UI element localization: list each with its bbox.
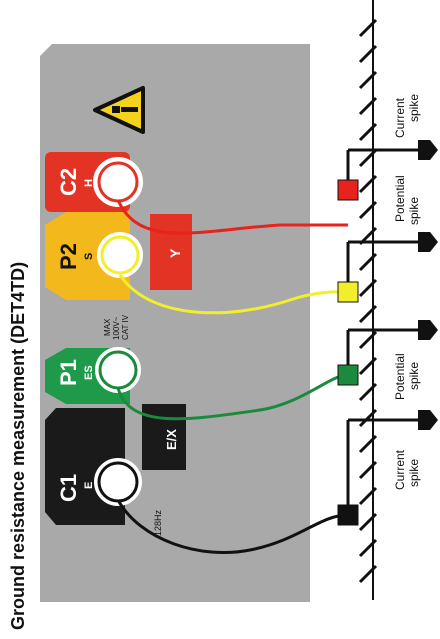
terminal-p2: P2 S (45, 212, 143, 300)
warning-triangle-icon (93, 86, 145, 134)
spike-label-p2-1: Potential (393, 175, 407, 222)
lead-yellow (118, 274, 349, 315)
spike-label-p1-2: spike (407, 362, 421, 390)
clip-green (337, 364, 359, 386)
ground-hatch-mark (358, 200, 378, 220)
terminal-c1: C1 E (45, 408, 142, 525)
rating-line2: 100V~ (112, 316, 121, 340)
spike-c1 (346, 410, 438, 505)
terminal-p1-code: P1 (56, 359, 81, 386)
terminal-ex-block: E/X (142, 404, 186, 470)
terminal-y-block: Y (150, 214, 192, 290)
ground-hatch-mark (358, 512, 378, 532)
ground-hatch-mark (358, 330, 378, 350)
ground-hatch-mark (358, 96, 378, 116)
terminal-p1-sub: ES (83, 365, 95, 380)
ground-hatch-mark (358, 278, 378, 298)
rating-label: MAX 100V~ CAT IV (103, 314, 130, 340)
clip-black (337, 504, 359, 526)
spike-p1 (346, 320, 438, 365)
diagram-title: Ground resistance measurement (DET4TD) (8, 262, 28, 630)
ground-hatch-mark (358, 356, 378, 376)
terminal-c2-code: C2 (56, 168, 81, 196)
spike-label-top-2: spike (407, 94, 421, 122)
spike-p2 (346, 232, 438, 282)
clip-yellow (337, 281, 359, 303)
lead-black (116, 499, 349, 555)
spike-label-p1-1: Potential (393, 353, 407, 400)
terminal-y-label: Y (167, 248, 183, 258)
clip-red (337, 179, 359, 201)
lead-green (116, 373, 347, 421)
terminal-c2-sub: H (83, 179, 95, 187)
ground-hatch-mark (358, 70, 378, 90)
ground-hatch-mark (358, 148, 378, 168)
terminal-c1-sub: E (83, 482, 95, 489)
terminal-p2-code: P2 (56, 243, 81, 270)
spike-c2 (346, 140, 438, 180)
ground-hatch-mark (358, 18, 378, 38)
spike-label-bottom-2: spike (407, 459, 421, 487)
ground-hatch-mark (358, 252, 378, 272)
ground-hatch-mark (358, 486, 378, 506)
terminal-c1-code: C1 (56, 474, 81, 502)
ground-hatch-mark (358, 460, 378, 480)
ground-hatch-mark (358, 538, 378, 558)
ground-hatch-mark (358, 382, 378, 402)
ground-hatching (358, 18, 378, 584)
ground-hatch-mark (358, 122, 378, 142)
ground-hatch-mark (358, 564, 378, 584)
ground-hatch-mark (358, 434, 378, 454)
ground-hatch-mark (358, 408, 378, 428)
spike-label-bottom-1: Current (393, 449, 407, 490)
ground-hatch-mark (358, 174, 378, 194)
terminal-p2-sub: S (83, 253, 95, 260)
terminal-p1: P1 ES (45, 347, 141, 404)
rating-line1: MAX (103, 318, 112, 336)
rating-line3: CAT IV (121, 314, 130, 340)
spike-label-p2-2: spike (407, 197, 421, 225)
terminal-ex-label: E/X (164, 429, 179, 450)
spike-label-top-1: Current (393, 97, 407, 138)
terminal-c2: C2 H (45, 152, 143, 212)
frequency-label: 128Hz (153, 509, 163, 536)
ground-hatch-mark (358, 44, 378, 64)
lead-red (116, 199, 348, 235)
ground-hatch-mark (358, 304, 378, 324)
